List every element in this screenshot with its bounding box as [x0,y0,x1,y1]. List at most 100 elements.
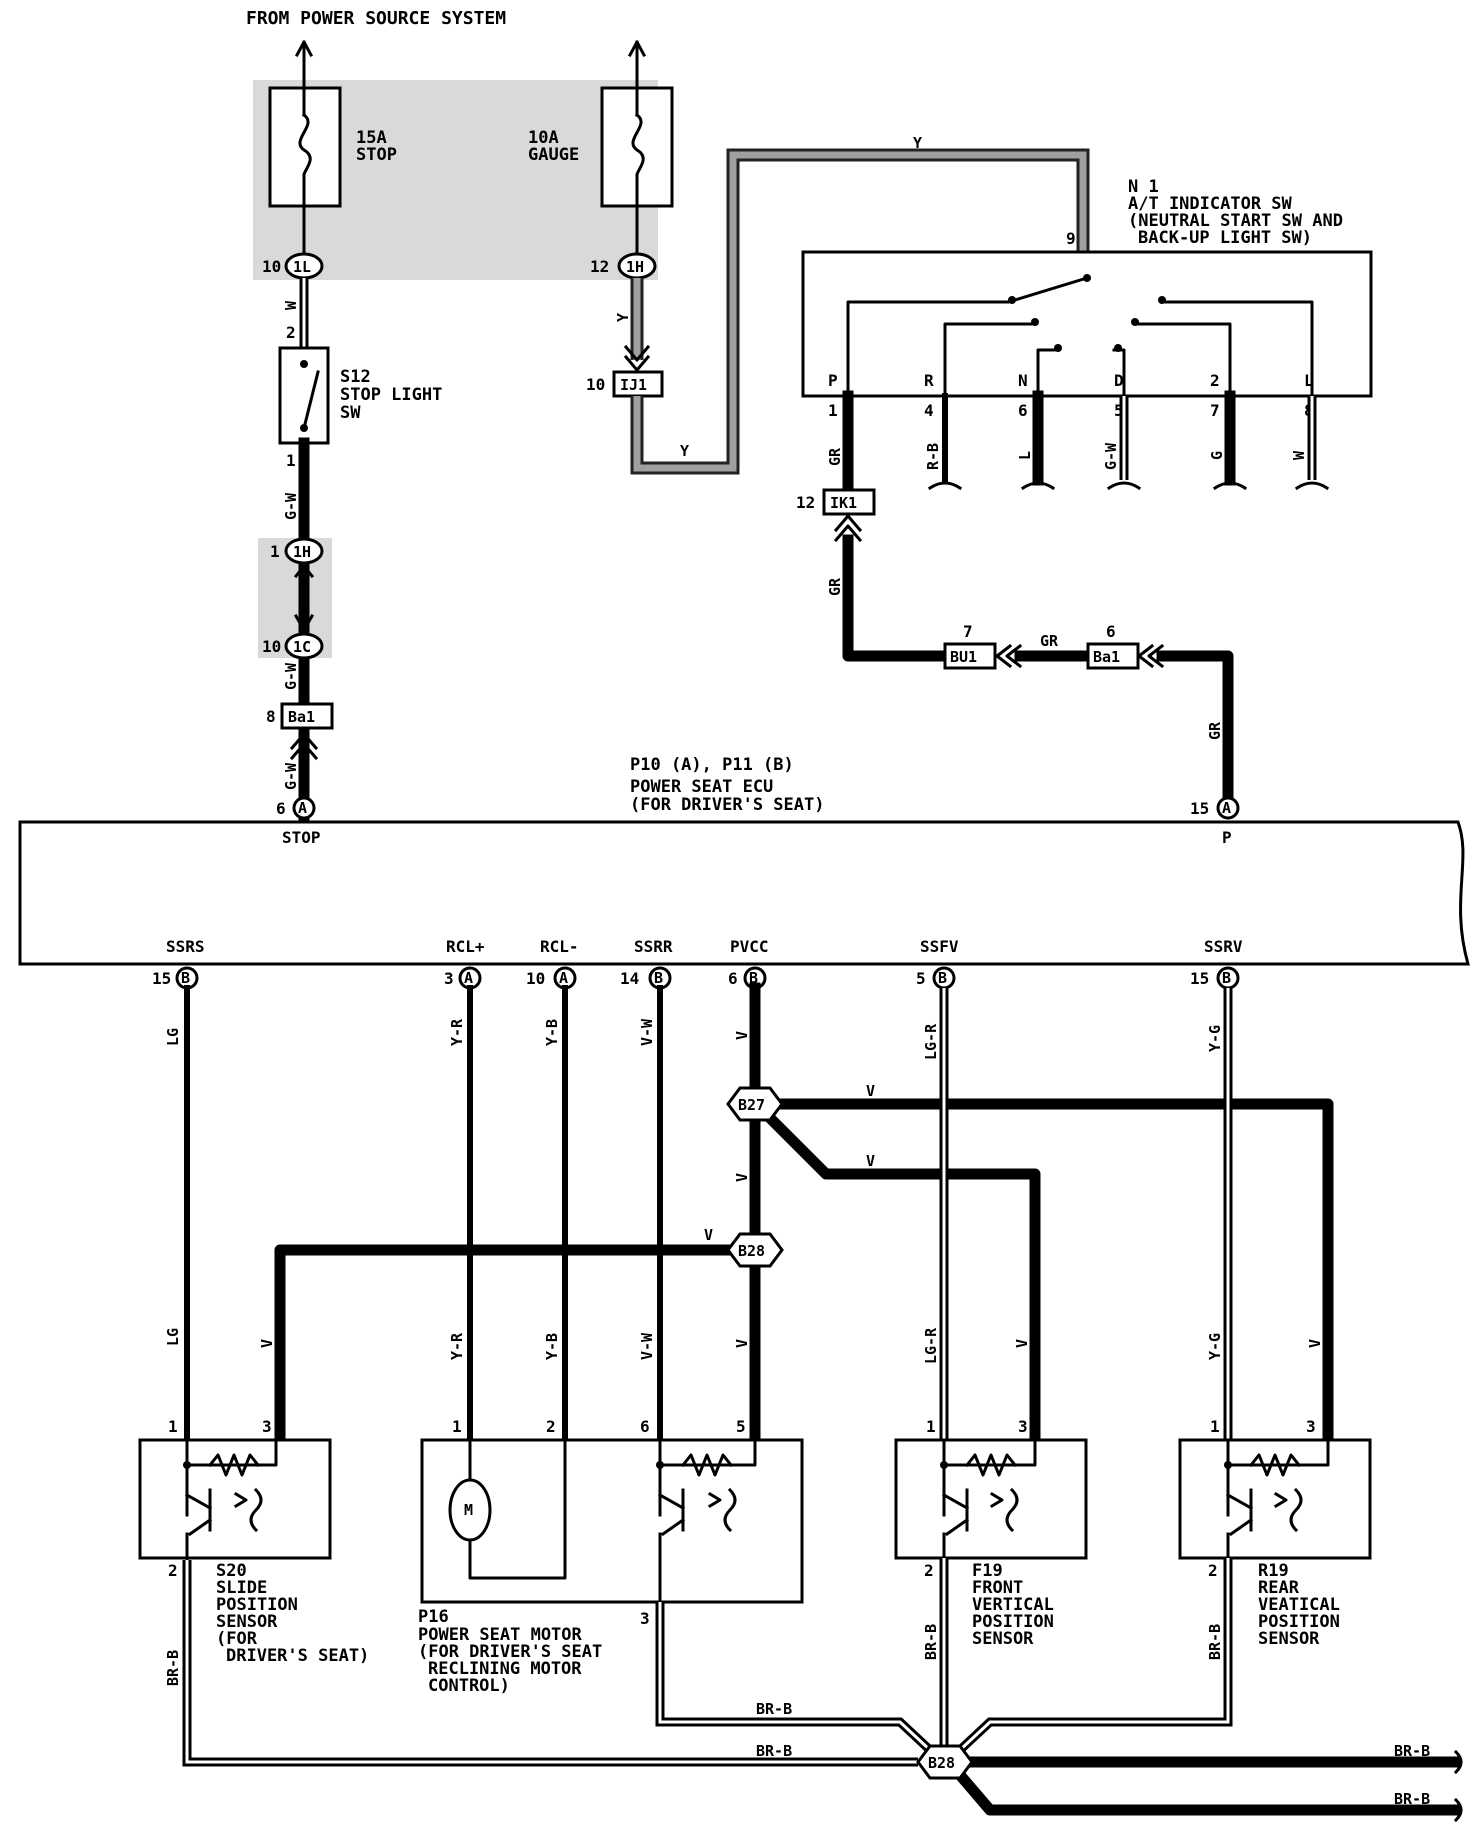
wire-label-rb: R-B [924,443,942,470]
svg-text:B28: B28 [928,1754,955,1772]
p16-pin2: 2 [546,1417,556,1436]
wire-label-brb-4: BR-B [922,1624,940,1660]
wire-label-vw-2: V-W [638,1332,656,1360]
f19-l2: VERTICAL [972,1595,1054,1615]
f19-id: F19 [972,1561,1003,1581]
wire-label-v-5: V [1306,1339,1324,1348]
svg-text:A: A [298,799,307,817]
f19-l1: FRONT [972,1578,1023,1598]
wire-label-v-3: V [733,1339,751,1348]
stop-sw-id: S12 [340,367,371,387]
r19-pin2: 2 [1208,1561,1218,1580]
svg-text:Ba1: Ba1 [1093,648,1120,666]
wire-label-yr-2: Y-R [448,1332,466,1360]
svg-text:D: D [1114,371,1124,390]
power-arrow-left [294,40,314,92]
wire-label-yr-1: Y-R [448,1018,466,1046]
wire-label-y-3: Y [913,134,922,152]
svg-text:4: 4 [924,401,934,420]
wire-label-lgr-1: LG-R [922,1023,940,1060]
splice-icon: B28 [916,1744,974,1780]
wire-label-v-9: V [258,1339,276,1348]
svg-text:5: 5 [916,969,926,988]
svg-text:N: N [1018,371,1028,390]
wire-label-brb-6: BR-B [1394,1742,1430,1760]
svg-text:1H: 1H [626,258,644,276]
r19-pin3: 3 [1306,1417,1316,1436]
wire-label-w-sw: W [1290,450,1308,460]
s20-l2: POSITION [216,1595,298,1615]
svg-text:RCL+: RCL+ [446,937,485,956]
transistor-icon [1178,1438,1372,1560]
svg-text:B: B [181,969,190,987]
svg-text:B28: B28 [738,1242,765,1260]
wire-label-lgr-2: LG-R [922,1327,940,1364]
transistor-icon [656,1438,757,1604]
f19-pin2: 2 [924,1561,934,1580]
svg-text:A: A [1222,799,1231,817]
svg-text:12: 12 [796,493,815,512]
fuse-gauge-name: GAUGE [528,145,579,165]
wire-label-brb-2: BR-B [756,1700,792,1718]
wire-label-yb-1: Y-B [543,1019,561,1046]
svg-text:SSFV: SSFV [920,937,959,956]
wire-label-w: W [282,300,300,310]
p16-pin6: 6 [640,1417,650,1436]
p16-pin1: 1 [452,1417,462,1436]
svg-text:15: 15 [152,969,171,988]
f19-l3: POSITION [972,1612,1054,1632]
svg-text:SSRR: SSRR [634,937,673,956]
p16-l2: (FOR DRIVER'S SEAT [418,1642,602,1662]
svg-text:1C: 1C [293,638,311,656]
wire-label-v-4: V [866,1082,875,1100]
wire-label-brb-7: BR-B [1394,1790,1430,1808]
svg-text:B27: B27 [738,1096,765,1114]
indicator-sw-line1: A/T INDICATOR SW [1128,194,1293,214]
stop-sw-pin-bottom: 1 [286,451,296,470]
svg-text:P: P [1222,828,1232,847]
svg-text:6: 6 [276,799,286,818]
svg-text:PVCC: PVCC [730,937,769,956]
splice-icon: B28 [726,1232,784,1268]
svg-text:IK1: IK1 [830,494,857,512]
p16-l3: RECLINING MOTOR [428,1659,582,1679]
wire-label-l: L [1016,451,1034,460]
wire-label-v-7: V [1013,1339,1031,1348]
switch-icon [278,346,330,445]
connector-ij1: IJ1 10 [586,370,664,398]
svg-text:14: 14 [620,969,639,988]
connector-1c: 1C 10 [262,632,324,660]
wire-label-gr-3: GR [1206,721,1224,740]
wire-label-gr-2: GR [1040,632,1059,650]
svg-text:12: 12 [590,257,609,276]
r19-l1: REAR [1258,1578,1300,1598]
connector-bu1: BU1 7 [943,622,997,670]
indicator-sw-line3: BACK-UP LIGHT SW) [1138,228,1312,248]
motor-icon: M [420,1438,804,1604]
header-title: FROM POWER SOURCE SYSTEM [246,8,506,29]
svg-text:3: 3 [444,969,454,988]
wire-label-yg-1: Y-G [1206,1025,1224,1052]
s20-l3: SENSOR [216,1612,278,1632]
r19-id: R19 [1258,1561,1289,1581]
wire-label-vw-1: V-W [638,1018,656,1046]
connector-1l: 1L 10 [262,252,324,280]
wire-label-v-8: V [704,1226,713,1244]
svg-text:SSRV: SSRV [1204,937,1243,956]
svg-text:L: L [1304,371,1314,390]
r19-l2: VEATICAL [1258,1595,1340,1615]
wire-label-lg-2: LG [164,1328,182,1346]
stop-sw-pin-top: 2 [286,323,296,342]
p16-pin5: 5 [736,1417,746,1436]
svg-text:6: 6 [728,969,738,988]
r19-l3: POSITION [1258,1612,1340,1632]
fuse-icon [268,86,342,208]
wire-label-yg-2: Y-G [1206,1333,1224,1360]
svg-text:6: 6 [1018,401,1028,420]
s20-l1: SLIDE [216,1578,267,1598]
svg-text:B: B [938,969,947,987]
s20-pin3: 3 [262,1417,272,1436]
fuse-stop-name: STOP [356,145,397,165]
s20-l4: (FOR [216,1629,258,1649]
s20-pin1: 1 [168,1417,178,1436]
